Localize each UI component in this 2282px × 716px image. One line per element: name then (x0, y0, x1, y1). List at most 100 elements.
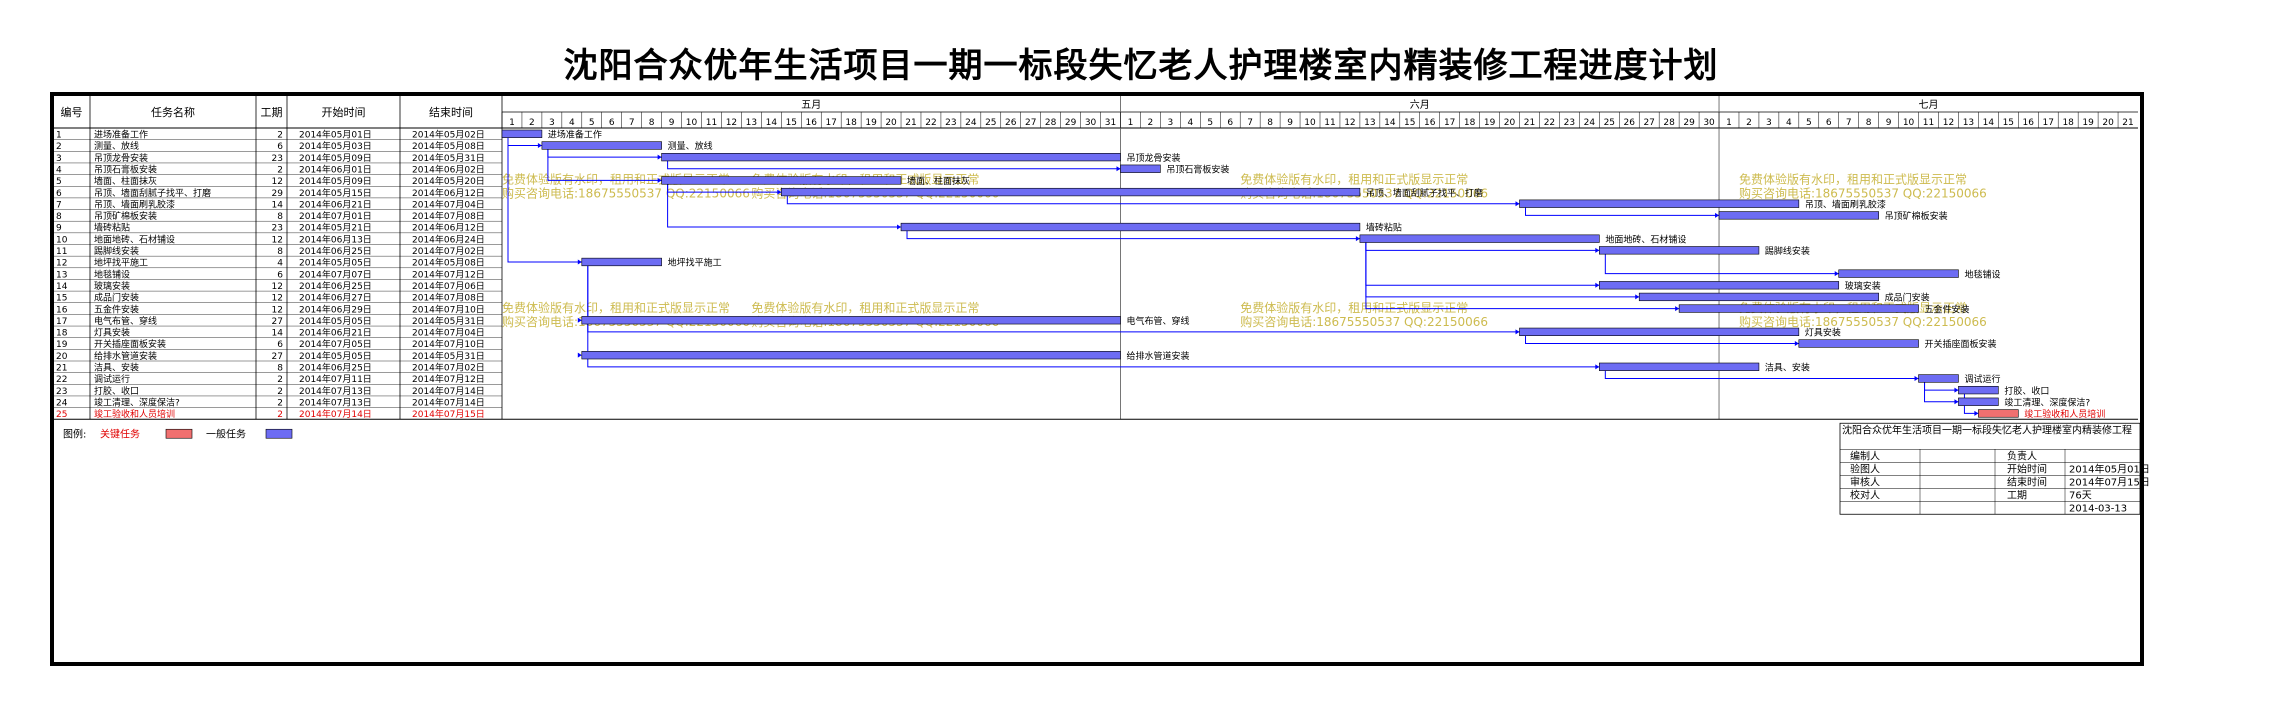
watermark-text: 购买咨询电话:18675550537 QQ:22150066 (1739, 186, 1987, 201)
task-start: 2014年05月05日 (299, 315, 372, 327)
dependency-arrow (1675, 306, 1680, 312)
day-label: 29 (1065, 118, 1077, 128)
month-label: 五月 (801, 99, 821, 111)
task-id: 14 (56, 282, 68, 292)
day-label: 6 (609, 118, 615, 128)
gantt-bar-label: 玻璃安装 (1845, 280, 1881, 292)
info-label: 工期 (2007, 489, 2027, 501)
dependency-link (1604, 369, 1919, 379)
day-label: 15 (2003, 118, 2014, 128)
dependency-arrow (1515, 329, 1520, 335)
day-label: 25 (985, 118, 996, 128)
task-start: 2014年06月21日 (299, 198, 372, 210)
task-duration: 8 (277, 364, 283, 374)
task-duration: 12 (272, 294, 283, 304)
dependency-arrow (1954, 399, 1959, 405)
task-duration: 8 (277, 212, 283, 222)
task-id: 18 (56, 329, 68, 339)
dependency-arrow (1954, 387, 1959, 393)
day-label: 1 (509, 118, 515, 128)
gantt-bar-label: 进场准备工作 (548, 129, 602, 141)
task-end: 2014年05月20日 (412, 175, 485, 187)
dependency-link (547, 148, 662, 158)
dependency-arrow (1974, 410, 1979, 416)
gantt-bar (1638, 292, 1879, 302)
dependency-arrow (1595, 364, 1600, 370)
task-id: 19 (56, 340, 68, 350)
day-label: 19 (1484, 118, 1496, 128)
day-label: 23 (945, 118, 956, 128)
task-name: 给排水管道安装 (94, 350, 157, 362)
day-label: 16 (2023, 118, 2035, 128)
task-duration: 12 (272, 235, 283, 245)
gantt-bar-label: 墙砖粘贴 (1366, 222, 1402, 234)
day-label: 9 (1886, 118, 1892, 128)
task-start: 2014年06月13日 (299, 233, 372, 245)
task-start: 2014年06月29日 (299, 303, 372, 315)
day-label: 17 (1444, 118, 1455, 128)
gantt-bar-label: 给排水管道安装 (1126, 350, 1189, 362)
task-duration: 8 (277, 247, 283, 257)
dependency-arrow (1595, 247, 1600, 253)
dependency-arrow (657, 177, 662, 183)
gantt-bar-label: 踢脚线安装 (1765, 245, 1810, 257)
day-label: 9 (1287, 118, 1293, 128)
task-name: 墙面、柱面抹灰 (94, 175, 157, 187)
task-id: 12 (56, 259, 67, 269)
task-start: 2014年07月07日 (299, 268, 372, 280)
day-label: 17 (2042, 118, 2053, 128)
gantt-frame (50, 92, 2144, 666)
day-label: 14 (766, 118, 778, 128)
day-label: 7 (1846, 118, 1852, 128)
task-start: 2014年07月05日 (299, 338, 372, 350)
gantt-bar-label: 地毯铺设 (1964, 268, 2000, 280)
day-label: 20 (2102, 118, 2114, 128)
info-value: 2014年05月01日 (2069, 462, 2150, 475)
dependency-arrow (1834, 271, 1839, 277)
dependency-link (507, 136, 582, 263)
gantt-bar-label: 调试运行 (1964, 373, 2000, 385)
task-start: 2014年05月05日 (299, 257, 372, 269)
task-name: 洁具、安装 (94, 362, 139, 374)
task-name: 踢脚线安装 (94, 245, 139, 257)
legend-normal-swatch (265, 428, 293, 439)
task-end: 2014年05月08日 (412, 257, 485, 269)
task-duration: 23 (272, 224, 283, 234)
gantt-bar (1359, 234, 1600, 243)
dependency-arrow (897, 224, 902, 230)
info-label: 校对人 (1850, 488, 1880, 501)
day-label: 16 (806, 118, 818, 128)
day-label: 14 (1983, 118, 1995, 128)
info-title: 沈阳合众优年生活项目一期一标段失忆老人护理楼室内精装修工程 (1842, 423, 2132, 436)
task-duration: 14 (272, 200, 284, 210)
task-end: 2014年05月31日 (412, 315, 485, 327)
watermark-text: 免费体验版有水印，租用和正式版显示正常 (1739, 172, 1967, 187)
task-start: 2014年07月14日 (299, 408, 372, 420)
day-label: 9 (669, 118, 675, 128)
task-end: 2014年05月02日 (412, 129, 485, 141)
dependency-arrow (1914, 375, 1919, 381)
day-label: 23 (1564, 118, 1575, 128)
watermark-text: 免费体验版有水印，租用和正式版显示正常 (1240, 300, 1468, 315)
info-label: 验图人 (1850, 462, 1880, 475)
day-label: 10 (1903, 118, 1915, 128)
day-label: 18 (845, 118, 857, 128)
task-duration: 12 (272, 305, 283, 315)
header-end: 结束时间 (429, 106, 473, 119)
task-id: 2 (56, 142, 62, 152)
day-label: 4 (569, 118, 575, 128)
day-label: 3 (1167, 118, 1173, 128)
day-label: 18 (2062, 118, 2074, 128)
dependency-arrow (1515, 201, 1520, 207)
gantt-bar (1519, 199, 1800, 208)
dependency-link (906, 230, 1360, 240)
dependency-link (1604, 253, 1839, 275)
day-label: 15 (1404, 118, 1415, 128)
month-label: 六月 (1410, 99, 1430, 111)
gantt-bar (541, 141, 662, 150)
info-label: 开始时间 (2007, 462, 2047, 475)
task-start: 2014年06月01日 (299, 163, 372, 175)
day-label: 22 (925, 118, 936, 128)
task-name: 吊顶矿棉板安装 (94, 210, 157, 222)
